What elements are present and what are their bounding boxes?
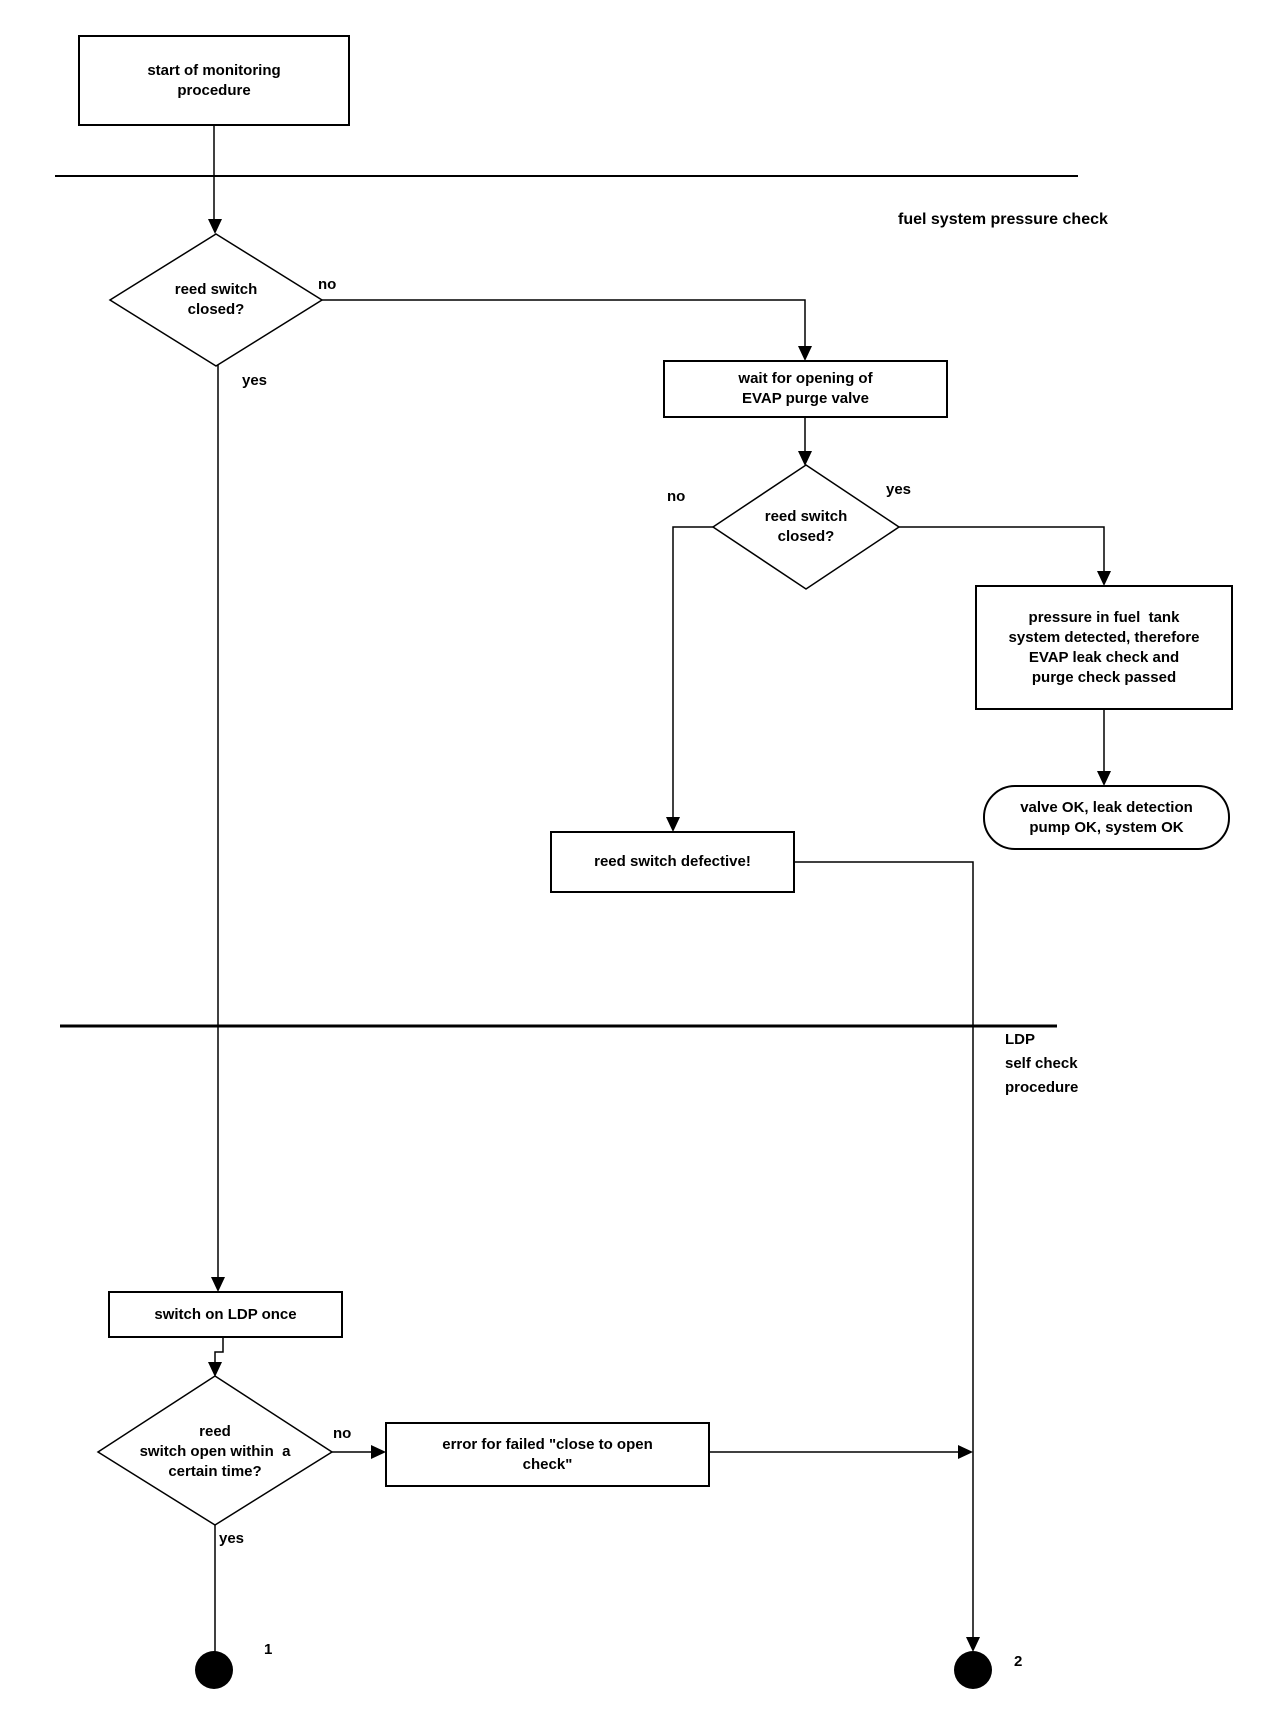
decision1-yes-label: yes: [242, 372, 268, 389]
decision2-diamond: [711, 464, 901, 590]
edge-switchldp-to-decision3: [214, 1338, 224, 1363]
decision1-no-label: no: [318, 276, 337, 293]
edge-decision2-no: [672, 526, 713, 818]
edge-defective-to-connector2: [795, 861, 974, 1638]
fuel-system-section-label: fuel system pressure check: [898, 211, 1108, 228]
ldp-section-label: LDP self check procedure: [1005, 1031, 1079, 1096]
decision3-label: reed switch open within a certain time?: [139, 1423, 291, 1480]
arrowhead-into-decision2: [798, 451, 812, 466]
decision2-yes-label: yes: [886, 481, 912, 498]
start-node: start of monitoring procedure: [78, 35, 350, 126]
connector1-number: 1: [264, 1641, 273, 1658]
decision3-yes-label: yes: [219, 1530, 245, 1547]
edge-decision2-yes: [899, 526, 1105, 572]
error-close-open-node: error for failed "close to open check": [385, 1422, 710, 1487]
arrowhead-into-defective-box: [666, 817, 680, 832]
decision2-no-label: no: [667, 488, 686, 505]
arrowhead-into-switchldp-box: [211, 1277, 225, 1292]
connector-dot-2: [954, 1651, 992, 1689]
pressure-detected-node: pressure in fuel tank system detected, t…: [975, 585, 1233, 710]
arrowhead-into-decision1: [208, 219, 222, 234]
switch-ldp-node: switch on LDP once: [108, 1291, 343, 1338]
decision1-diamond: [108, 233, 324, 367]
connector2-number: 2: [1014, 1653, 1023, 1670]
decision3-diamond: [96, 1375, 334, 1526]
arrowhead-into-connector2: [966, 1637, 980, 1652]
arrowhead-into-decision3: [208, 1362, 222, 1377]
decision2-label: reed switch closed?: [764, 508, 848, 545]
system-ok-terminal: valve OK, leak detection pump OK, system…: [983, 785, 1230, 850]
wait-valve-node: wait for opening of EVAP purge valve: [663, 360, 948, 418]
arrowhead-into-error-box: [371, 1445, 386, 1459]
reed-defective-node: reed switch defective!: [550, 831, 795, 893]
arrowhead-into-pressure-box: [1097, 571, 1111, 586]
arrowhead-into-wait-box: [798, 346, 812, 361]
arrowhead-into-vertical-line: [958, 1445, 973, 1459]
arrowhead-into-ok-terminal: [1097, 771, 1111, 786]
decision3-no-label: no: [333, 1425, 352, 1442]
decision1-label: reed switch closed?: [174, 281, 258, 318]
edge-decision1-no: [322, 299, 806, 347]
connector-dot-1: [195, 1651, 233, 1689]
